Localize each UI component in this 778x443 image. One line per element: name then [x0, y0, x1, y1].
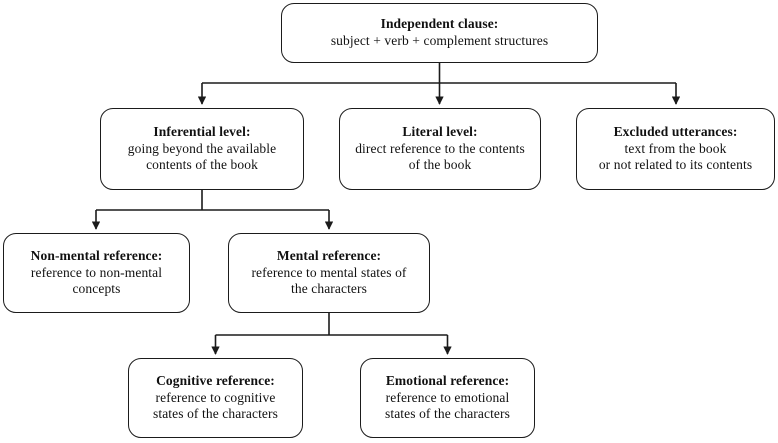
- node-description: text from the book or not related to its…: [598, 140, 753, 173]
- node-description: reference to emotional states of the cha…: [385, 389, 510, 422]
- node-inferential-level[interactable]: Inferential level: going beyond the avai…: [100, 108, 304, 190]
- node-mental-reference[interactable]: Mental reference: reference to mental st…: [228, 233, 430, 313]
- node-title: Independent clause:: [380, 16, 499, 32]
- node-title: Non-mental reference:: [30, 247, 163, 263]
- node-title: Emotional reference:: [385, 372, 510, 388]
- node-description: subject + verb + complement structures: [330, 33, 549, 48]
- node-description: direct reference to the contents of the …: [355, 140, 525, 173]
- node-cognitive-reference[interactable]: Cognitive reference: reference to cognit…: [128, 358, 303, 438]
- node-title: Excluded utterances:: [613, 123, 738, 139]
- node-non-mental-reference[interactable]: Non-mental reference: reference to non-m…: [3, 233, 190, 313]
- node-description: reference to mental states of the charac…: [251, 264, 407, 297]
- node-description: going beyond the available contents of t…: [127, 140, 277, 173]
- node-literal-level[interactable]: Literal level: direct reference to the c…: [339, 108, 541, 190]
- node-excluded-utterances[interactable]: Excluded utterances: text from the book …: [576, 108, 775, 190]
- node-description: reference to cognitive states of the cha…: [153, 389, 278, 422]
- node-independent-clause[interactable]: Independent clause: subject + verb + com…: [281, 3, 598, 63]
- node-title: Cognitive reference:: [156, 372, 275, 388]
- node-title: Inferential level:: [153, 123, 251, 139]
- node-description: reference to non-mental concepts: [30, 264, 163, 297]
- node-emotional-reference[interactable]: Emotional reference: reference to emotio…: [360, 358, 535, 438]
- node-title: Mental reference:: [276, 247, 382, 263]
- node-title: Literal level:: [402, 123, 478, 139]
